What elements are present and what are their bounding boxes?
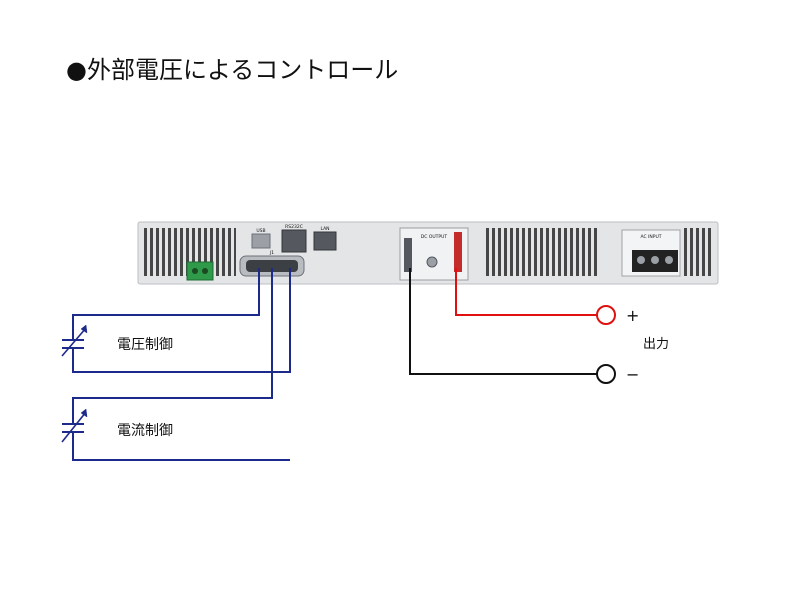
voltage-control-wire-bottom xyxy=(72,268,291,373)
rs232c-label: RS232C xyxy=(285,224,303,230)
lan-label: LAN xyxy=(320,226,329,232)
current-control-label: 電流制御 xyxy=(117,423,173,439)
plus-label: + xyxy=(626,306,639,325)
analog-terminal-block xyxy=(186,261,214,281)
lan-port xyxy=(313,231,337,251)
positive-terminal xyxy=(596,305,616,325)
dc-output-label: DC OUTPUT xyxy=(421,234,448,240)
rear-panel: USB RS232C LAN J1 DC OUTPUT AC INPUT xyxy=(137,221,719,285)
output-label: 出力 xyxy=(643,337,669,352)
voltage-variable-resistor xyxy=(61,324,88,360)
negative-output-bar xyxy=(404,238,412,272)
current-variable-resistor xyxy=(61,408,88,446)
center-vent-grille xyxy=(486,228,598,276)
j1-label: J1 xyxy=(269,250,274,256)
rs232c-port xyxy=(281,229,307,253)
usb-port xyxy=(251,233,271,249)
usb-label: USB xyxy=(256,228,265,234)
current-control-wire-bottom xyxy=(72,446,290,461)
right-vent-grille xyxy=(682,228,714,276)
voltage-control-label: 電圧制御 xyxy=(117,337,173,353)
negative-output-wire xyxy=(409,268,597,375)
current-control-wire-top xyxy=(72,268,273,412)
ground-stud xyxy=(426,256,438,268)
minus-label: − xyxy=(626,365,639,384)
page-title: ●外部電圧によるコントロール xyxy=(66,56,399,84)
voltage-control-wire-top xyxy=(72,268,260,328)
negative-terminal xyxy=(596,364,616,384)
control-wires xyxy=(72,268,291,461)
positive-output-bar xyxy=(454,232,462,272)
positive-output-wire xyxy=(455,268,597,316)
ac-input-label: AC INPUT xyxy=(640,234,661,240)
